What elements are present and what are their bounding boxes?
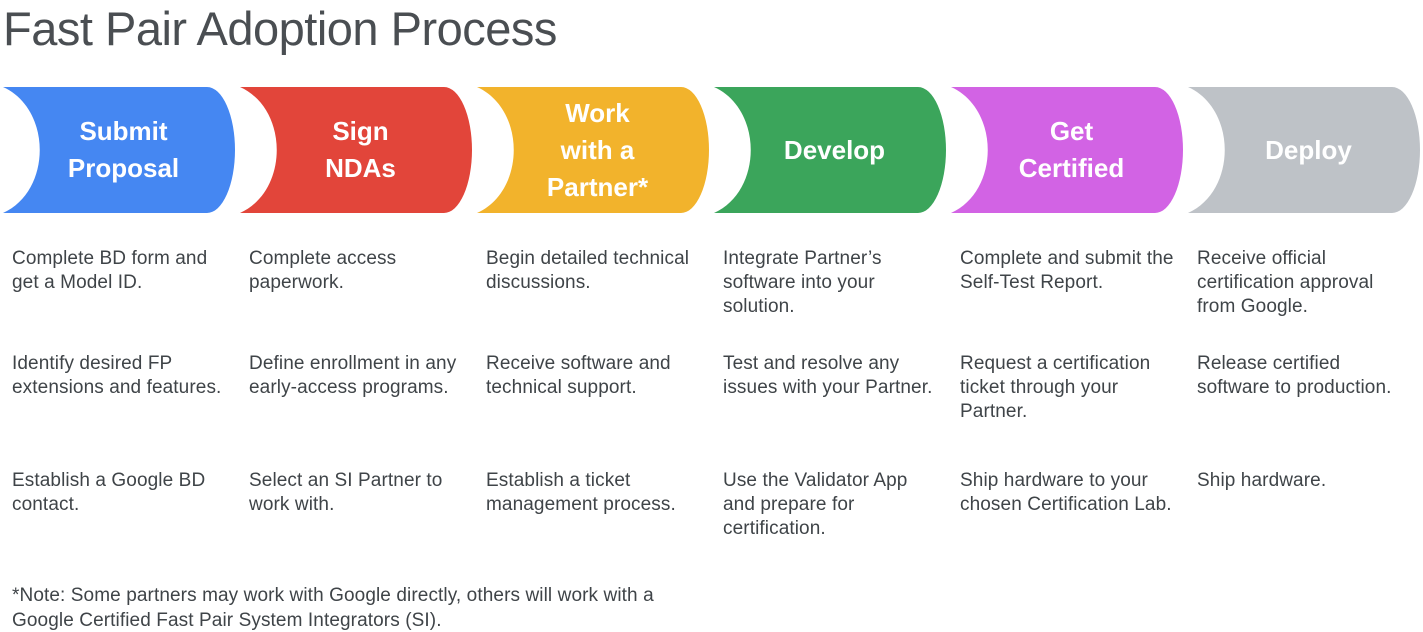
stage-label: Develop — [783, 134, 886, 165]
stage-shape-icon — [240, 87, 472, 213]
stage-detail: Release certified software to production… — [1197, 353, 1392, 398]
stage-label: Deploy — [1265, 134, 1352, 165]
stage-label: Get Certified — [1018, 116, 1125, 183]
stage-detail: Ship hardware to your chosen Certificati… — [960, 470, 1172, 515]
stage-shape-icon — [951, 87, 1183, 213]
footnote: *Note: Some partners may work with Googl… — [12, 585, 654, 631]
stage-shape-icon — [3, 87, 235, 213]
stage-detail: Establish a ticket management process. — [486, 470, 676, 515]
stage-detail: Complete BD form and get a Model ID. — [12, 248, 208, 293]
stage-detail: Define enrollment in any early-access pr… — [249, 353, 457, 398]
stage-detail: Receive software and technical support. — [486, 353, 671, 398]
stage-detail: Complete and submit the Self-Test Report… — [960, 248, 1174, 293]
stage-shape-icon — [714, 87, 946, 213]
process-flow: Submit Proposal Sign NDAs Work with a Pa… — [0, 87, 1423, 213]
stage-detail: Begin detailed technical discussions. — [486, 248, 690, 293]
stage-details-grid: Complete BD form and get a Model ID. Com… — [12, 247, 1423, 541]
stage-label: Work with a Partner* — [546, 97, 649, 202]
stage-shape-icon — [477, 87, 709, 213]
stage-detail: Identify desired FP extensions and featu… — [12, 353, 222, 398]
page-title: Fast Pair Adoption Process — [3, 2, 557, 55]
stage-work-with-partner: Work with a Partner* — [474, 87, 711, 213]
stage-detail: Select an SI Partner to work with. — [249, 470, 443, 515]
stage-label: Sign NDAs — [325, 116, 396, 183]
stage-develop: Develop — [711, 87, 948, 213]
stage-detail: Ship hardware. — [1197, 470, 1327, 491]
stage-get-certified: Get Certified — [948, 87, 1185, 213]
stage-detail: Use the Validator App and prepare for ce… — [723, 470, 908, 539]
stage-submit-proposal: Submit Proposal — [0, 87, 237, 213]
stage-detail: Request a certification ticket through y… — [960, 353, 1151, 422]
stage-detail: Establish a Google BD contact. — [12, 470, 206, 515]
stage-shape-icon — [1188, 87, 1420, 213]
stage-detail: Receive official certification approval … — [1197, 248, 1374, 317]
stage-detail: Integrate Partner’s software into your s… — [723, 248, 882, 317]
stage-detail: Complete access paperwork. — [249, 248, 397, 293]
stage-detail: Test and resolve any issues with your Pa… — [723, 353, 933, 398]
stage-sign-ndas: Sign NDAs — [237, 87, 474, 213]
stage-label: Submit Proposal — [67, 116, 180, 183]
stage-deploy: Deploy — [1185, 87, 1422, 213]
